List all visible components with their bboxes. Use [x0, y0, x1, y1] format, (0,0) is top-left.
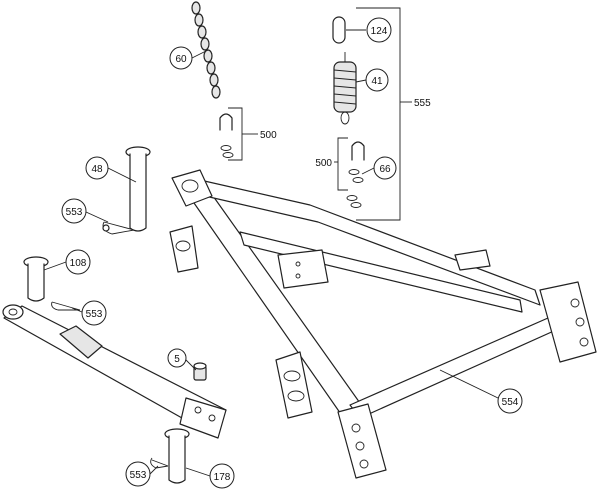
callout-500-lower: 500	[315, 158, 332, 169]
callout-553-upper: 553	[61, 198, 87, 224]
callout-5: 5	[167, 348, 187, 368]
svg-text:41: 41	[371, 76, 383, 87]
u-bolt-part-500-top	[219, 113, 234, 158]
chain-part-60	[191, 1, 221, 99]
svg-text:553: 553	[66, 207, 83, 218]
callout-553-lower: 553	[125, 461, 151, 487]
a-frame-part-554	[169, 169, 597, 479]
svg-text:124: 124	[371, 26, 388, 37]
svg-text:60: 60	[175, 54, 187, 65]
callout-108: 108	[65, 249, 91, 275]
svg-text:66: 66	[379, 164, 391, 175]
top-link-tube	[2, 304, 227, 439]
linch-pin-part-553-lower	[150, 457, 169, 469]
callout-66: 66	[373, 156, 397, 180]
svg-text:500: 500	[315, 158, 332, 169]
assembly-bracket-555	[356, 7, 412, 221]
u-bolt-part-500-lower	[346, 141, 365, 208]
svg-text:500: 500	[260, 130, 277, 141]
pin-part-178	[164, 428, 190, 484]
callout-124: 124	[366, 17, 392, 43]
callout-555: 555	[414, 98, 431, 109]
assembly-bracket-500-top	[228, 107, 258, 161]
callout-60: 60	[169, 46, 193, 70]
svg-text:554: 554	[502, 397, 519, 408]
svg-text:555: 555	[414, 98, 431, 109]
svg-text:553: 553	[86, 309, 103, 320]
pin-part-108	[23, 256, 49, 302]
callout-178: 178	[209, 463, 235, 489]
linch-pin-part-553-middle	[51, 301, 81, 311]
svg-text:5: 5	[174, 354, 180, 365]
grease-fitting-part-5	[193, 362, 207, 381]
pin-part-48	[125, 146, 151, 232]
svg-text:553: 553	[130, 470, 147, 481]
linch-pin-part-553-upper	[102, 221, 135, 235]
assembly-bracket-500-lower	[334, 137, 348, 191]
callout-554: 554	[497, 388, 523, 414]
s-hook-part-124	[332, 16, 346, 44]
svg-text:48: 48	[91, 164, 103, 175]
callout-41: 41	[365, 68, 389, 92]
callout-500-top: 500	[260, 130, 277, 141]
callout-48: 48	[85, 156, 109, 180]
svg-text:178: 178	[214, 472, 231, 483]
callout-553-middle: 553	[81, 300, 107, 326]
spring-part-41	[333, 52, 357, 125]
svg-text:108: 108	[70, 258, 87, 269]
